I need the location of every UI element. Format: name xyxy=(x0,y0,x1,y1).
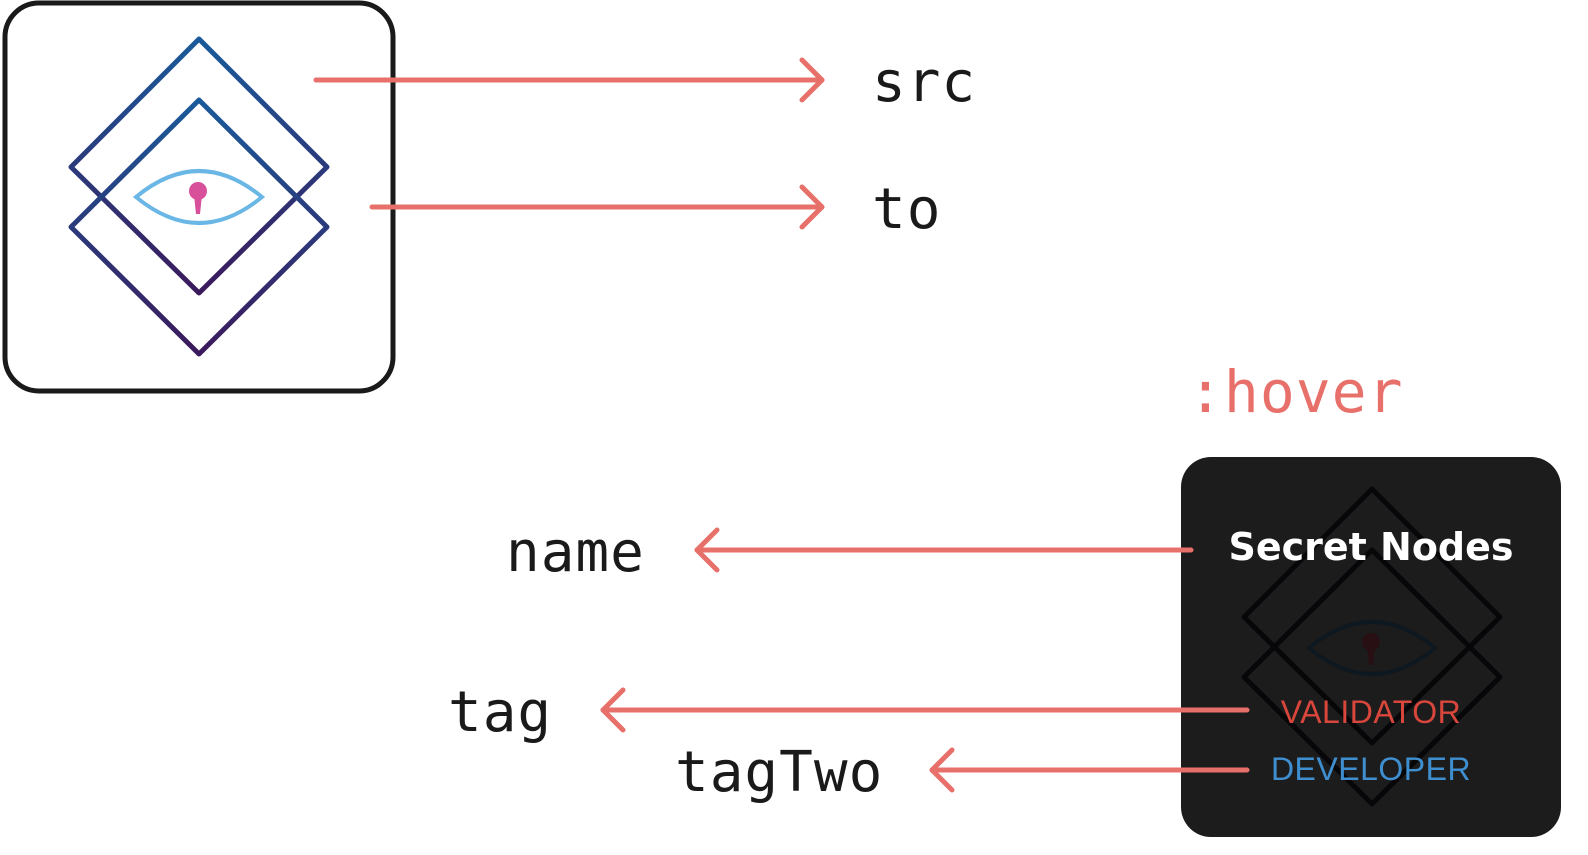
card-tag-developer: DEVELOPER xyxy=(1270,751,1472,787)
label-tag: tag xyxy=(448,680,553,745)
arrow-src xyxy=(313,57,825,103)
card-logo-watermark-icon xyxy=(1241,486,1503,807)
logo-image-frame xyxy=(2,0,396,394)
label-src: src xyxy=(872,50,977,115)
arrow-tag-two xyxy=(929,747,1250,793)
diamond-eye-logo-icon xyxy=(68,36,330,357)
label-to: to xyxy=(872,177,942,242)
arrow-name xyxy=(694,527,1194,573)
arrow-to xyxy=(369,184,825,230)
hover-state-label: :hover xyxy=(1188,358,1404,426)
arrow-tag xyxy=(600,687,1250,733)
label-tag-two: tagTwo xyxy=(675,740,884,805)
card-title: Secret Nodes xyxy=(1228,525,1514,569)
hover-card[interactable] xyxy=(1181,457,1561,837)
label-name: name xyxy=(506,520,645,585)
card-tag-validator: VALIDATOR xyxy=(1280,694,1462,730)
